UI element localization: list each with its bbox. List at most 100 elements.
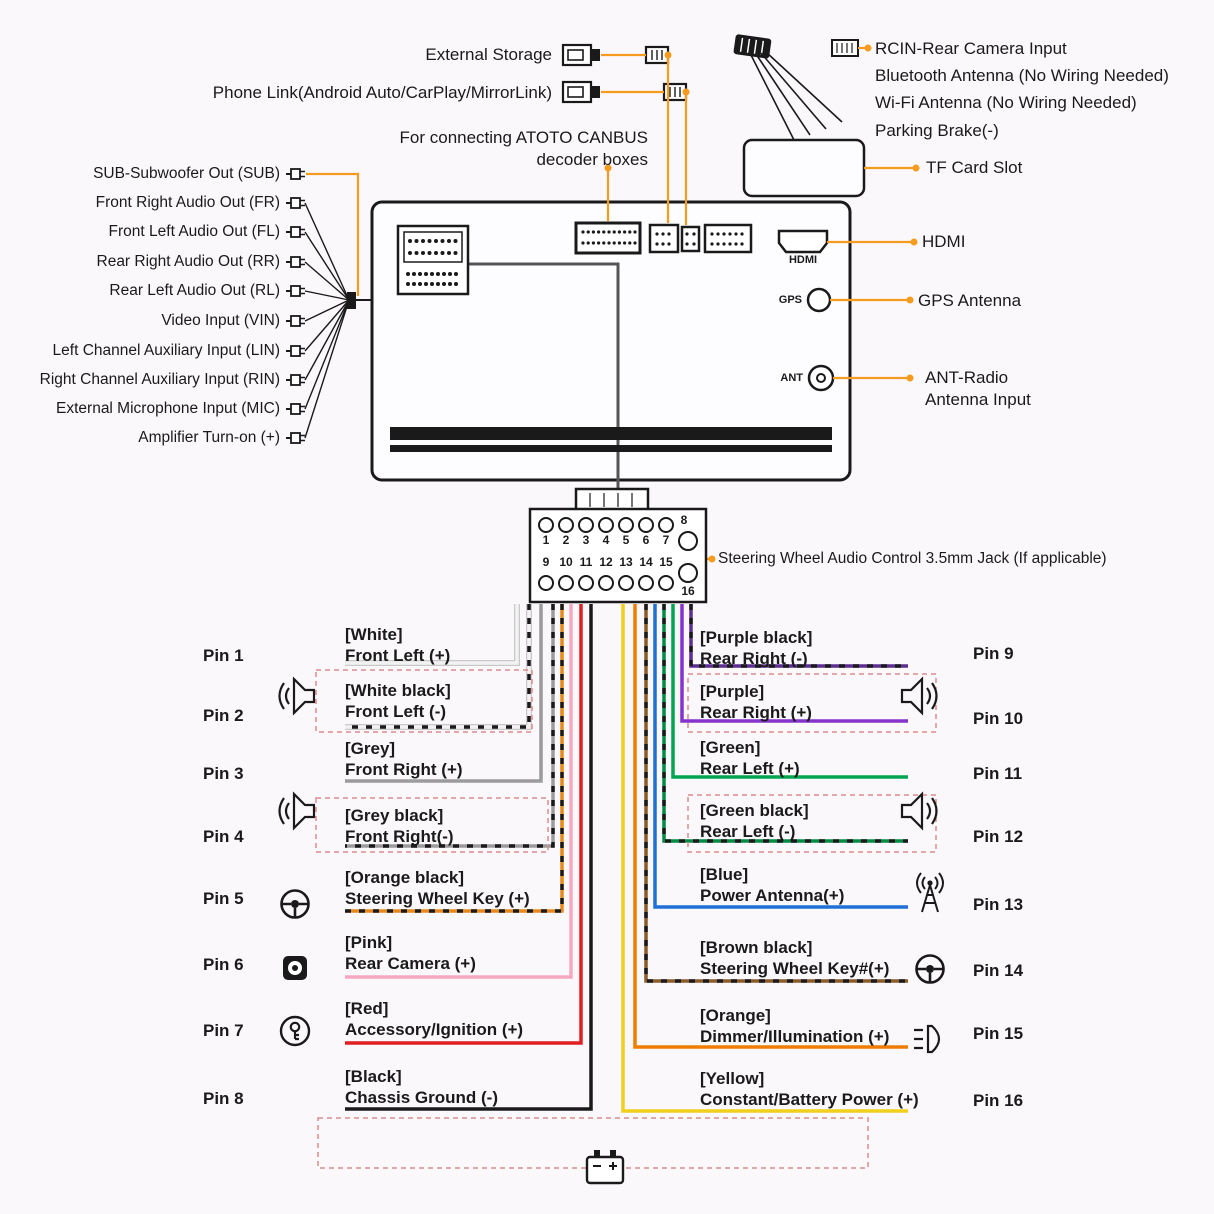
pin-9-color: [Purple black] [700,628,813,647]
pin-2-color: [White black] [345,681,451,700]
pin-14-function: Steering Wheel Key#(+) [700,959,890,978]
rear-speaker-icon [900,677,938,715]
battery-icon [585,1150,625,1185]
pin-number-2: 2 [562,533,570,547]
pin-11-function: Rear Left (+) [700,759,800,778]
wire-blue [653,604,908,909]
steering-wheel-icon-2 [915,954,945,984]
pin-7-function: Accessory/Ignition (+) [345,1020,524,1039]
rcin-label: RCIN-Rear Camera Input [875,39,1067,58]
pin-5-color: [Orange black] [345,868,465,887]
hdmi-port-label: HDMI [788,254,818,266]
rcin-plug-icon [831,39,859,57]
pin-14-label: Pin 14 [973,961,1024,980]
rear-camera-icon [283,956,307,980]
accent-dots [604,44,920,563]
hdmi-port [777,229,829,254]
wires-right [621,604,908,1113]
usb-port-2 [680,225,701,253]
pin-15-function: Dimmer/Illumination (+) [700,1027,890,1046]
ant-radio-label: ANT-Radio Antenna Input [925,368,1031,409]
pin-16-wire-label: [Yellow]Constant/Battery Power (+) [700,1068,919,1110]
pin-10-wire-label: [Purple]Rear Right (+) [700,681,812,723]
pin-6-wire-label: [Pink] Rear Camera (+) [345,932,476,974]
external-storage-label: External Storage [425,45,552,64]
pin-4-label: Pin 4 [203,827,244,846]
canbus-label: For connecting ATOTO CANBUS decoder boxe… [399,128,648,169]
wire-pink [345,604,573,979]
pin-1-label: Pin 1 [203,646,244,665]
pin-6-label: Pin 6 [203,955,244,974]
port-label-vin: Video Input (VIN) [161,312,280,329]
pin-number-6: 6 [642,533,650,547]
pin-number-4: 4 [602,533,610,547]
gps-antenna-label: GPS Antenna [918,291,1022,310]
pin-number-9: 9 [542,555,550,569]
pin-number-7: 7 [662,533,670,547]
pin-13-color: [Blue] [700,865,749,884]
pin-4-function: Front Right(-) [345,827,454,846]
front-speaker-icon-2 [278,792,316,830]
pin-number-10: 10 [559,555,573,569]
pin-12-color: [Green black] [700,801,809,820]
pin-4-wire-label: [Grey black] Front Right(-) [345,805,454,847]
pin-number-11: 11 [579,555,593,569]
ignition-icon [279,1015,311,1047]
port-label-mic: External Microphone Input (MIC) [56,400,280,417]
parking-brake-label: Parking Brake(-) [875,121,999,140]
pin-9-function: Rear Right (-) [700,649,808,668]
pin-14-color: [Brown black] [700,938,813,957]
port-label-fl: Front Left Audio Out (FL) [108,223,280,240]
aux-port [703,223,753,254]
port-label-lin: Left Channel Auxiliary Input (LIN) [52,342,280,359]
port-label-fr: Front Right Audio Out (FR) [95,194,280,211]
pin-number-3: 3 [582,533,590,547]
pin-11-label: Pin 11 [973,764,1023,783]
pin-number-5: 5 [622,533,630,547]
ant-port [807,364,835,392]
front-speaker-icon [278,677,316,715]
head-unit [370,138,866,489]
pin-15-color: [Orange] [700,1006,771,1025]
pin-9-wire-label: [Purple black] Rear Right (-) [700,627,812,669]
pin-12-label: Pin 12 [973,827,1024,846]
pin-15-label: Pin 15 [973,1024,1024,1043]
pin-13-wire-label: [Blue]Power Antenna(+) [700,864,844,906]
pin-number-14: 14 [639,555,653,569]
wire-white [345,604,519,665]
pin-4-color: [Grey black] [345,806,444,825]
port-label-rl: Rear Left Audio Out (RL) [109,282,280,299]
port-label-amp: Amplifier Turn-on (+) [138,429,280,446]
port-label-rin: Right Channel Auxiliary Input (RIN) [39,371,280,388]
pin-16-label: Pin 16 [973,1091,1024,1110]
pin-7-label: Pin 7 [203,1021,244,1040]
wire-black [345,604,593,1111]
canbus-port [574,221,642,255]
wire-purple [680,604,908,723]
pin-number-13: 13 [619,555,633,569]
pin-8-wire-label: [Black]Chassis Ground (-) [345,1066,498,1108]
pin-2-wire-label: [White black]Front Left (-) [345,680,451,722]
pin-6-function: Rear Camera (+) [345,954,476,973]
pin-12-wire-label: [Green black]Rear Left (-) [700,800,809,842]
pin-8-color: [Black] [345,1067,402,1086]
tf-card-label: TF Card Slot [926,158,1023,177]
pin-8-label: Pin 8 [203,1089,244,1108]
pin-1-function: Front Left (+) [345,646,451,665]
accent-lines [306,46,916,561]
power-antenna-icon [916,872,944,913]
wire-red [345,604,583,1045]
iso-connector [528,487,708,604]
pin-6-color: [Pink] [345,933,393,952]
pin-3-function: Front Right (+) [345,760,463,779]
pin-number-1: 1 [542,533,550,547]
ant-port-label: ANT [780,372,803,384]
wire-orange [633,604,908,1049]
pin-16-color: [Yellow] [700,1069,765,1088]
rca-bundle [285,168,372,444]
phone-link-label: Phone Link(Android Auto/CarPlay/MirrorLi… [212,83,552,102]
wires-left [345,604,593,1111]
pin-11-color: [Green] [700,738,761,757]
antenna-bundle-icon [733,34,772,59]
